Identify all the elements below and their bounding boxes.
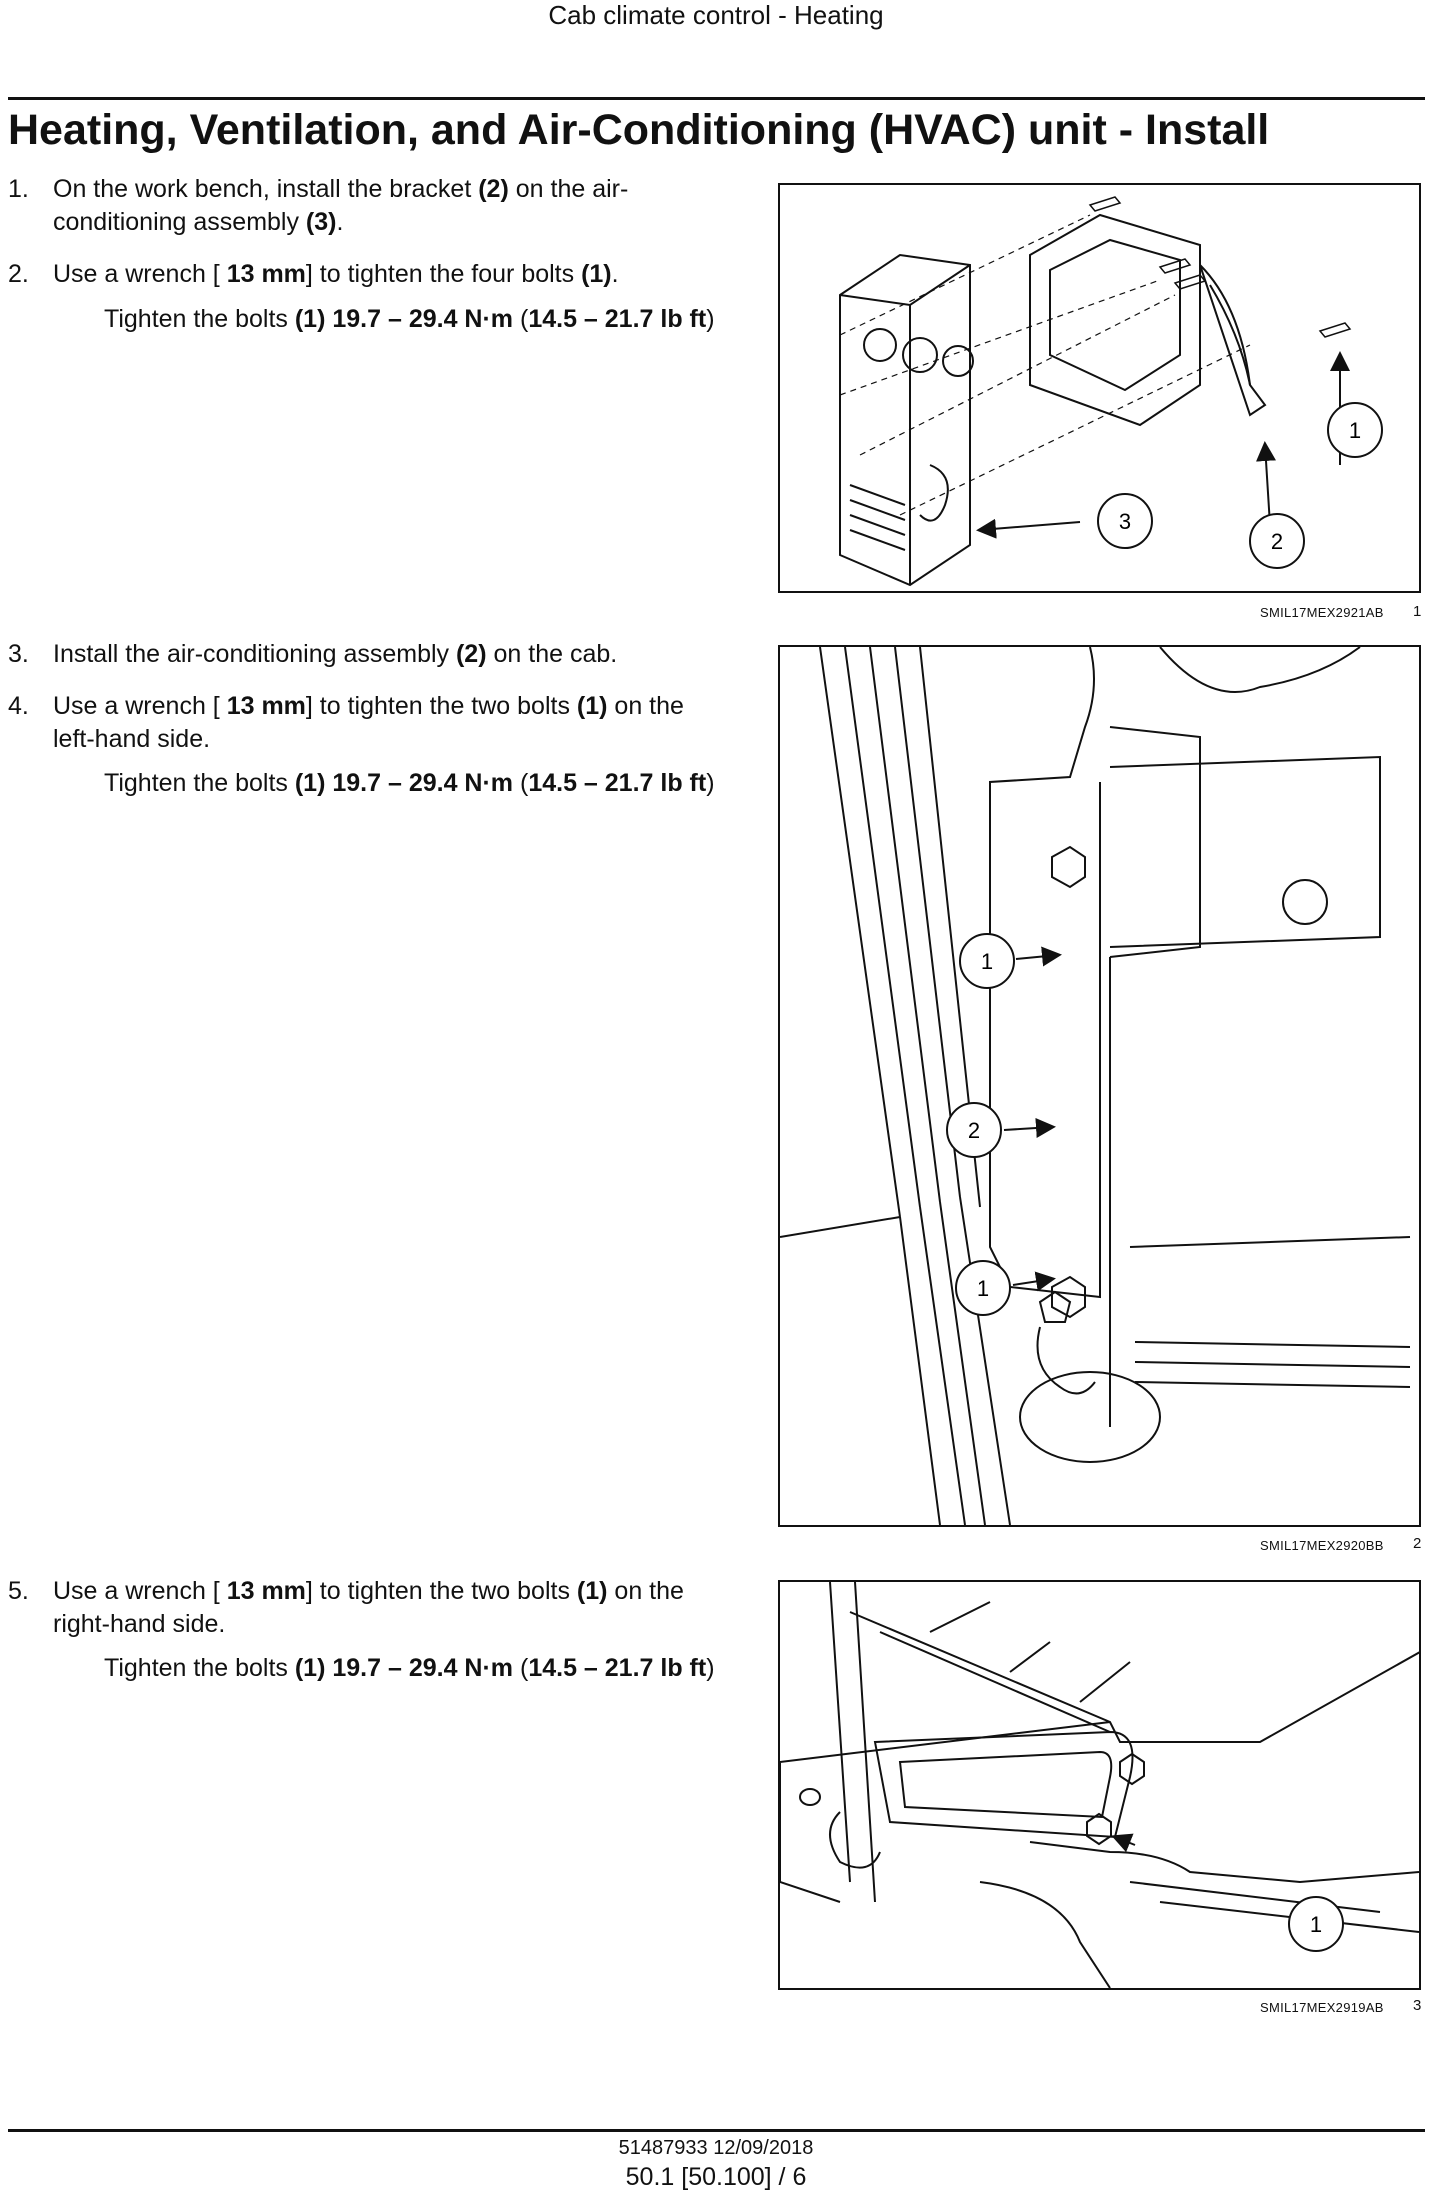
figure-3-code: SMIL17MEX2919AB [1260, 2000, 1384, 2015]
footer-page-ref: 50.1 [50.100] / 6 [625, 2163, 807, 2191]
callout-1-top [959, 933, 1015, 989]
callout-2 [946, 1102, 1002, 1158]
step-number: 1. [8, 175, 29, 203]
figure-2-number: 2 [1413, 1535, 1422, 1552]
figure-3-callouts: 1 [1288, 1896, 1344, 1952]
callout-1-label: 1 [1310, 1912, 1322, 1937]
figure-2-code: SMIL17MEX2920BB [1260, 1538, 1384, 1553]
torque-spec-1: Tighten the bolts (1) 19.7 – 29.4 N·m (1… [104, 305, 715, 333]
figure-1-hvac-bracket: 1 2 3 [778, 183, 1421, 593]
step-5: 5. Use a wrench [ 13 mm] to tighten the … [8, 1575, 720, 1641]
figure-3-number: 3 [1413, 1997, 1422, 2014]
figure-3-illustration: 1 [780, 1582, 1419, 1988]
callout-2 [1249, 513, 1305, 569]
step-text: On the work bench, install the bracket (… [53, 175, 629, 236]
page-title: Heating, Ventilation, and Air-Conditioni… [8, 106, 1270, 154]
callout-1 [1327, 402, 1383, 458]
running-header: Cab climate control - Heating [548, 0, 884, 30]
callout-2-label: 2 [968, 1118, 980, 1143]
step-text: Use a wrench [ 13 mm] to tighten the two… [53, 692, 684, 753]
callout-1 [1288, 1896, 1344, 1952]
torque-spec-2: Tighten the bolts (1) 19.7 – 29.4 N·m (1… [104, 769, 715, 797]
step-number: 3. [8, 640, 29, 668]
figure-1-number: 1 [1413, 603, 1422, 620]
figure-2-callouts: 1 2 1 [946, 933, 1015, 1316]
step-3: 3. Install the air-conditioning assembly… [8, 638, 720, 671]
step-text: Use a wrench [ 13 mm] to tighten the two… [53, 1577, 684, 1638]
step-number: 5. [8, 1577, 29, 1605]
callout-1-top-label: 1 [981, 949, 993, 974]
figure-3-right-side-bolts: 1 [778, 1580, 1421, 1990]
figure-1-illustration: 1 2 3 [839, 196, 1383, 587]
callout-1-bottom [955, 1260, 1011, 1316]
step-text: Use a wrench [ 13 mm] to tighten the fou… [53, 260, 619, 288]
step-1: 1. On the work bench, install the bracke… [8, 173, 720, 239]
figure-1-code: SMIL17MEX2921AB [1260, 605, 1384, 620]
step-number: 4. [8, 692, 29, 720]
step-text: Install the air-conditioning assembly (2… [53, 640, 618, 668]
callout-3 [1097, 493, 1153, 549]
figure-1-callouts: 1 2 3 [1097, 402, 1383, 569]
footer-rule [8, 2129, 1425, 2132]
torque-spec-3: Tighten the bolts (1) 19.7 – 29.4 N·m (1… [104, 1654, 715, 1682]
step-2: 2. Use a wrench [ 13 mm] to tighten the … [8, 258, 720, 291]
step-number: 2. [8, 260, 29, 288]
figure-2-illustration: 1 2 1 [780, 647, 1411, 1525]
step-4: 4. Use a wrench [ 13 mm] to tighten the … [8, 690, 720, 756]
header-rule [8, 97, 1425, 100]
figure-2-left-side-bolts: 1 2 1 [778, 645, 1421, 1527]
callout-3-label: 3 [1119, 509, 1131, 534]
callout-1-label: 1 [1349, 418, 1361, 443]
callout-2-label: 2 [1271, 529, 1283, 554]
callout-1-bottom-label: 1 [977, 1276, 989, 1301]
footer-doc-id: 51487933 12/09/2018 [618, 2137, 814, 2159]
